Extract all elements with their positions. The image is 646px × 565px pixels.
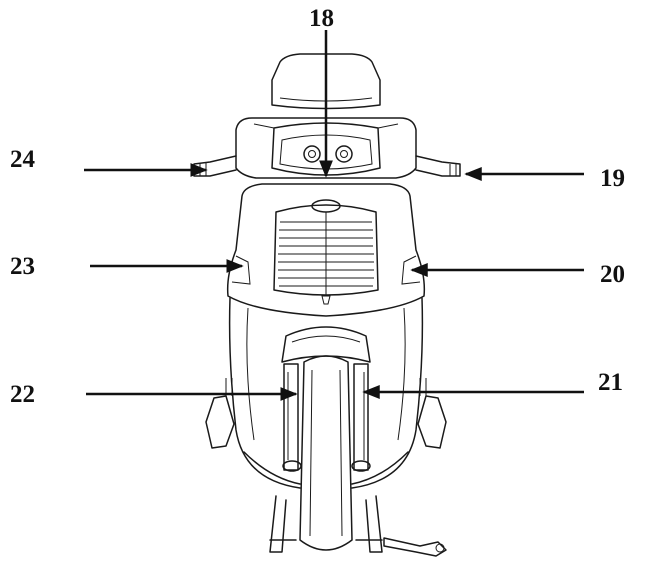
callout-label-19: 19: [600, 165, 625, 192]
callout-label-20: 20: [600, 261, 625, 288]
front-fender: [281, 326, 371, 363]
front-wheel: [299, 355, 353, 551]
callout-label-21: 21: [598, 369, 623, 396]
headlight-cover: [235, 117, 417, 179]
callout-arrows: [84, 30, 584, 401]
callout-label-22: 22: [10, 381, 35, 408]
front-shield: [226, 183, 426, 317]
callout-label-24: 24: [10, 146, 35, 173]
center-stand: [269, 495, 447, 557]
callout-label-18: 18: [309, 5, 334, 32]
callout-label-23: 23: [10, 253, 35, 280]
lower-body: [205, 297, 447, 489]
front-fork: [282, 363, 371, 472]
